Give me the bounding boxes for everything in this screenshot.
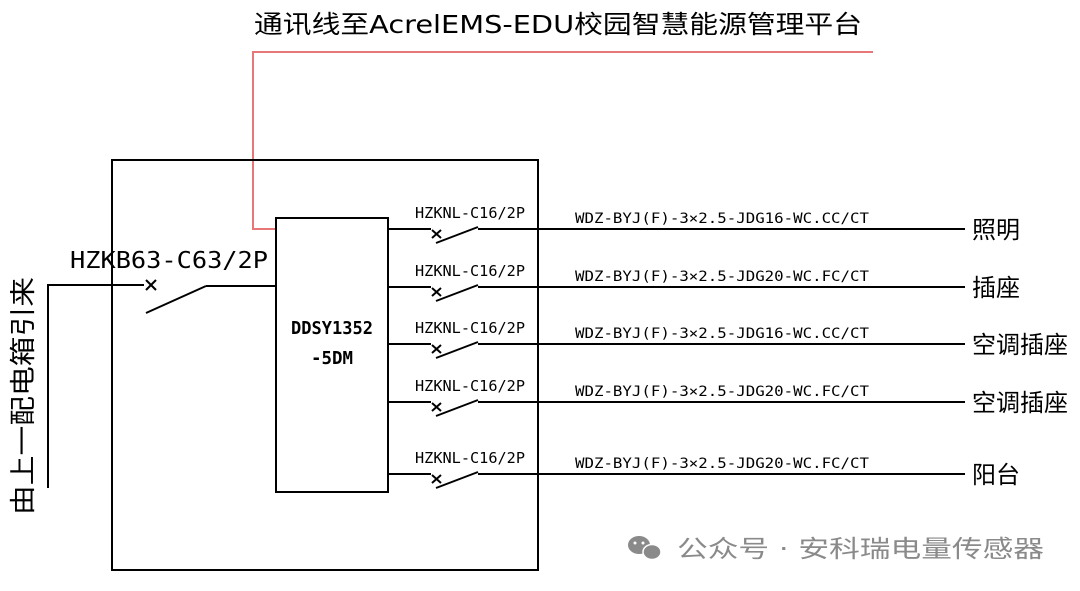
load-label: 空调插座 bbox=[972, 389, 1068, 417]
breaker-cross-mark bbox=[431, 287, 442, 297]
circuit-row: HZKNL-C16/2P WDZ-BYJ(F)-3×2.5-JDG20-WC.FC… bbox=[388, 262, 1020, 302]
incoming-feeder bbox=[47, 284, 144, 488]
load-label: 插座 bbox=[972, 274, 1020, 302]
cable-spec-label: WDZ-BYJ(F)-3×2.5-JDG20-WC.FC/CT bbox=[575, 269, 870, 285]
wechat-icon bbox=[628, 536, 662, 561]
breaker-cross-mark bbox=[431, 344, 442, 354]
breaker-cross-mark bbox=[431, 474, 442, 484]
watermark-text: 公众号 · 安科瑞电量传感器 bbox=[677, 535, 1044, 563]
main-breaker bbox=[145, 279, 276, 314]
distribution-box bbox=[111, 159, 539, 571]
outgoing-circuits: HZKNL-C16/2P WDZ-BYJ(F)-3×2.5-JDG16-WC.CC… bbox=[388, 204, 1068, 489]
branch-breaker-label: HZKNL-C16/2P bbox=[415, 377, 525, 395]
circuit-row: HZKNL-C16/2P WDZ-BYJ(F)-3×2.5-JDG20-WC.FC… bbox=[388, 377, 1068, 417]
load-label: 阳台 bbox=[972, 461, 1020, 489]
cable-spec-label: WDZ-BYJ(F)-3×2.5-JDG16-WC.CC/CT bbox=[575, 211, 870, 227]
breaker-cross-mark bbox=[431, 229, 442, 239]
source-label: 由上一配电箱引来 bbox=[9, 277, 39, 515]
branch-breaker-label: HZKNL-C16/2P bbox=[415, 204, 525, 222]
main-breaker-label: HZKB63-C63/2P bbox=[70, 248, 268, 274]
cable-spec-label: WDZ-BYJ(F)-3×2.5-JDG20-WC.FC/CT bbox=[575, 384, 870, 400]
meter-model-line2: -5DM bbox=[311, 348, 353, 369]
circuit-row: HZKNL-C16/2P WDZ-BYJ(F)-3×2.5-JDG16-WC.CC… bbox=[388, 204, 1020, 244]
branch-breaker-contact bbox=[435, 399, 479, 417]
energy-meter bbox=[275, 217, 389, 493]
cable-spec-label: WDZ-BYJ(F)-3×2.5-JDG16-WC.CC/CT bbox=[575, 326, 870, 342]
branch-breaker-label: HZKNL-C16/2P bbox=[415, 449, 525, 467]
load-label: 照明 bbox=[972, 216, 1020, 244]
branch-breaker-contact bbox=[435, 341, 479, 359]
load-label: 空调插座 bbox=[972, 331, 1068, 359]
circuit-row: HZKNL-C16/2P WDZ-BYJ(F)-3×2.5-JDG20-WC.FC… bbox=[388, 449, 1020, 489]
meter-model-line1: DDSY1352 bbox=[291, 318, 373, 339]
comm-label: 通讯线至AcrelEMS-EDU校园智慧能源管理平台 bbox=[254, 10, 862, 39]
comm-line bbox=[252, 51, 873, 230]
branch-breaker-contact bbox=[435, 471, 479, 489]
branch-breaker-contact bbox=[435, 284, 479, 302]
breaker-cross-mark bbox=[431, 402, 442, 412]
branch-breaker-contact bbox=[435, 226, 479, 244]
cable-spec-label: WDZ-BYJ(F)-3×2.5-JDG20-WC.FC/CT bbox=[575, 456, 870, 472]
circuit-row: HZKNL-C16/2P WDZ-BYJ(F)-3×2.5-JDG16-WC.CC… bbox=[388, 319, 1068, 359]
branch-breaker-label: HZKNL-C16/2P bbox=[415, 262, 525, 280]
branch-breaker-label: HZKNL-C16/2P bbox=[415, 319, 525, 337]
